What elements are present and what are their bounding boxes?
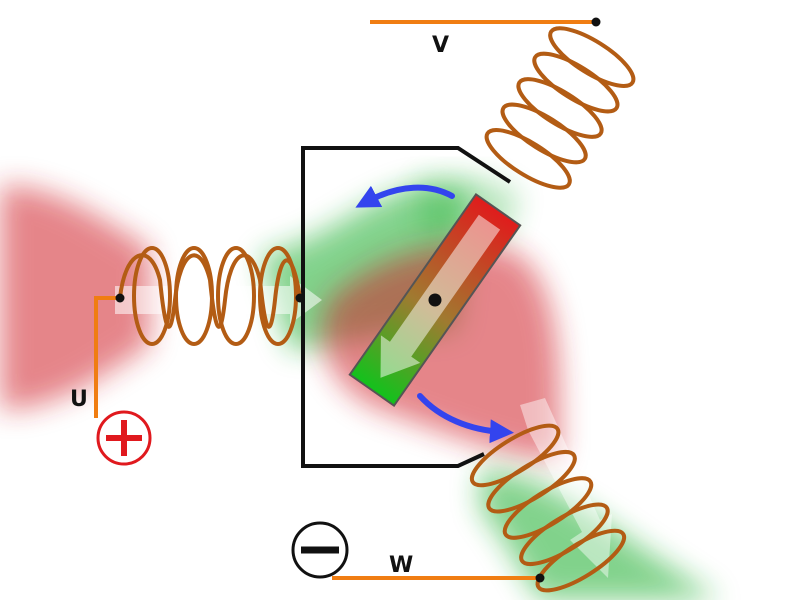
wires xyxy=(94,20,596,580)
junction-dots xyxy=(115,17,601,583)
coil-u xyxy=(118,246,302,346)
flux-arrow-w xyxy=(520,398,612,578)
rotation-arrow-bottom xyxy=(417,393,514,444)
label-v: V xyxy=(432,33,449,58)
label-w: W xyxy=(389,553,413,578)
wire-u xyxy=(94,296,120,418)
rotation-arrows xyxy=(355,184,514,444)
field-red-center xyxy=(322,244,560,460)
label-u: U xyxy=(70,387,88,412)
negative-terminal-icon xyxy=(291,521,349,579)
stator-frame xyxy=(301,146,512,468)
field-red-left xyxy=(0,185,150,410)
coil-v xyxy=(484,26,636,190)
coil-w xyxy=(469,423,627,593)
magnetic-field xyxy=(0,175,720,600)
positive-terminal-icon xyxy=(96,410,152,466)
rotation-arrow-top xyxy=(355,184,455,208)
rotor-magnet xyxy=(348,193,522,407)
rotor-axis xyxy=(428,293,442,307)
